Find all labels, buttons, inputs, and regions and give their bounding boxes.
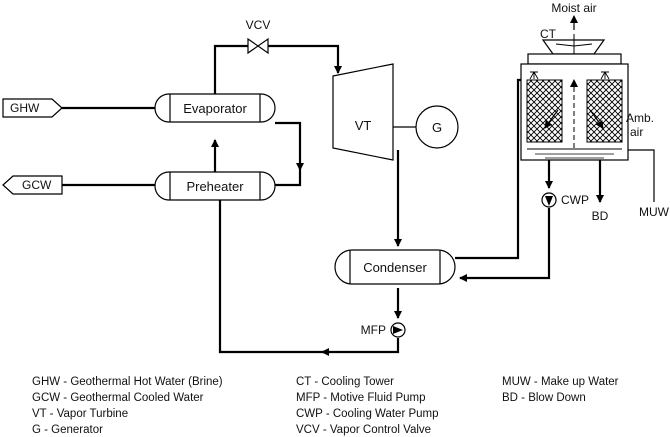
moist-air-label: Moist air [551, 1, 596, 15]
condenser-label: Condenser [363, 260, 427, 275]
motive-fluid-pump: MFP [361, 322, 406, 338]
legend-item: CWP - Cooling Water Pump [296, 408, 439, 420]
legend-item: G - Generator [32, 424, 103, 436]
bd-label: BD [592, 209, 609, 223]
legend-item: VT - Vapor Turbine [32, 408, 128, 420]
mfp-label: MFP [361, 323, 386, 337]
cooling-tower: CT Moist air Amb. air [520, 1, 654, 161]
legend: GHW - Geothermal Hot Water (Brine) GCW -… [32, 376, 619, 436]
vt-label: VT [355, 118, 372, 133]
amb-air-label-2: air [630, 125, 643, 139]
condenser: Condenser [334, 249, 456, 285]
legend-item: CT - Cooling Tower [296, 376, 394, 388]
ghw-inlet-tag: GHW [2, 98, 63, 118]
ghw-label: GHW [10, 101, 40, 115]
gcw-outlet-tag: GCW [2, 175, 63, 195]
legend-item: BD - Blow Down [502, 392, 586, 404]
preheater: Preheater [154, 171, 276, 201]
evaporator: Evaporator [154, 93, 276, 123]
vapor-control-valve: VCV [246, 18, 271, 55]
preheater-label: Preheater [186, 179, 244, 194]
evaporator-label: Evaporator [183, 101, 247, 116]
vapor-turbine: VT [332, 63, 416, 161]
cwp-label: CWP [561, 193, 589, 207]
vcv-label: VCV [246, 18, 271, 32]
legend-item: GHW - Geothermal Hot Water (Brine) [32, 376, 223, 388]
brine-loop [62, 106, 304, 187]
legend-item: MFP - Motive Fluid Pump [296, 392, 426, 404]
legend-item: MUW - Make up Water [502, 376, 619, 388]
working-fluid-loop [211, 44, 402, 356]
legend-item: VCV - Vapor Control Valve [296, 424, 431, 436]
ct-label: CT [540, 27, 557, 41]
muw-label: MUW [639, 205, 670, 219]
legend-item: GCW - Geothermal Cooled Water [32, 392, 204, 404]
generator-label: G [432, 120, 442, 135]
gcw-label: GCW [22, 178, 52, 192]
amb-air-label-1: Amb. [626, 111, 654, 125]
cooling-water-pump: CWP [541, 192, 589, 208]
generator: G [415, 105, 459, 149]
